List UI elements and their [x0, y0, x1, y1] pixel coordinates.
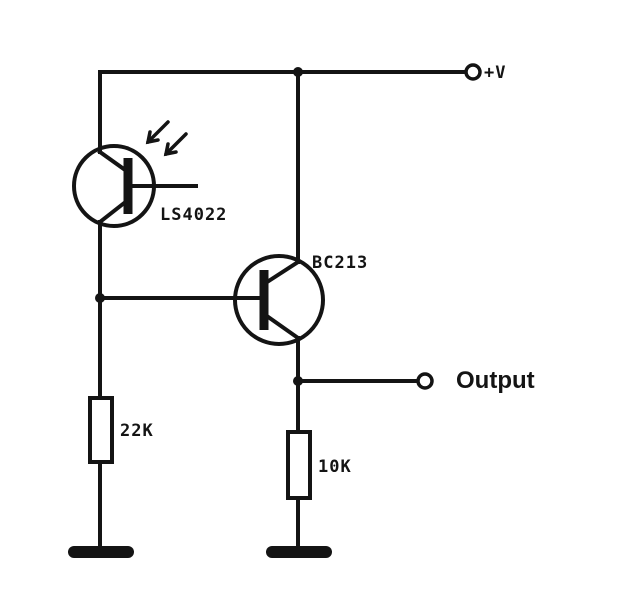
phototransistor: LS4022	[72, 70, 227, 228]
output-label: Output	[456, 367, 535, 394]
left-branch	[95, 220, 238, 400]
resistor-left: 22K	[88, 396, 154, 552]
resistor-right-label: 10K	[318, 457, 352, 477]
light-arrows-icon	[145, 120, 188, 157]
phototransistor-label: LS4022	[160, 205, 227, 225]
transistor-label: BC213	[312, 253, 368, 273]
output-terminal	[416, 372, 434, 390]
resistor-left-label: 22K	[120, 421, 154, 441]
resistor-right: 10K	[286, 430, 352, 552]
right-branch: Output	[293, 336, 535, 434]
supply-label: +V	[484, 63, 506, 83]
supply-rail: +V	[98, 63, 506, 83]
transistor: BC213	[233, 70, 368, 346]
supply-terminal	[464, 63, 482, 81]
